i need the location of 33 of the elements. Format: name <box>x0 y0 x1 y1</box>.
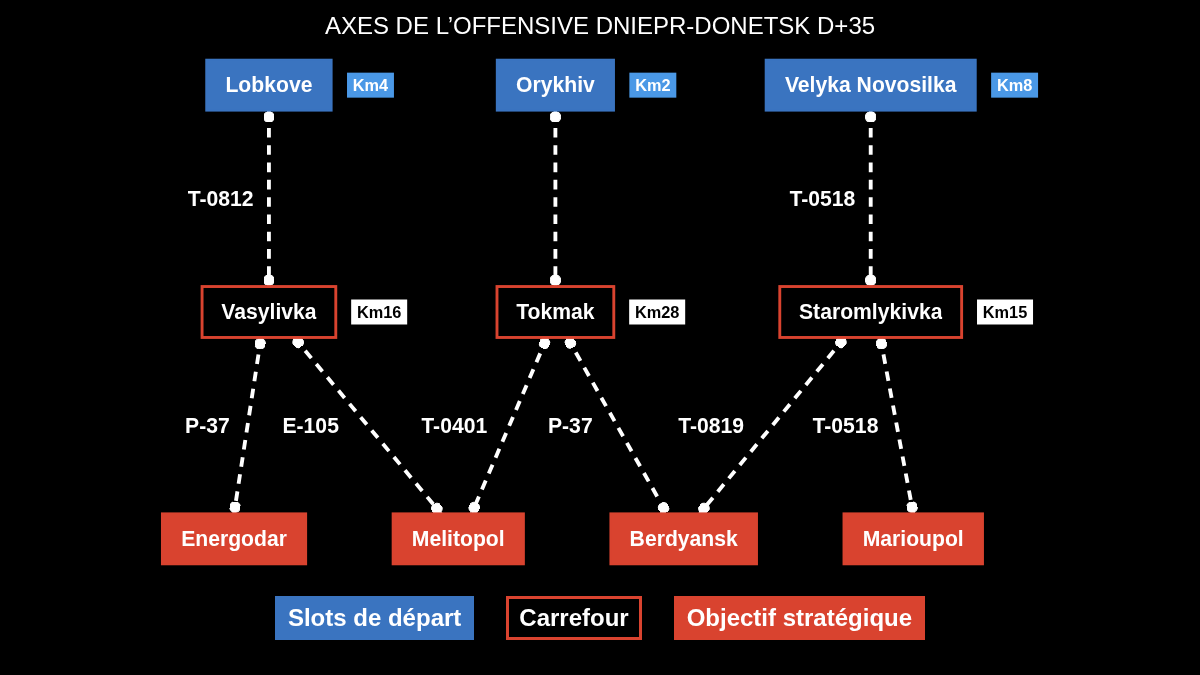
distance-tag: Km15 <box>977 299 1034 325</box>
node-box: Lobkove <box>205 58 333 112</box>
connector <box>875 337 918 514</box>
node-box: Tokmak <box>495 285 616 339</box>
edge-label: T-0401 <box>421 413 488 438</box>
connector <box>229 337 266 514</box>
edge-label: P-37 <box>547 413 593 438</box>
distance-tag: Km8 <box>991 72 1039 98</box>
edge-label: T-0518 <box>789 186 856 211</box>
node-box: Vasylivka <box>200 285 338 339</box>
edge-label: T-0819 <box>678 413 744 438</box>
distance-tag: Km4 <box>347 72 394 98</box>
connector <box>549 110 562 287</box>
legend-item: Carrefour <box>506 596 642 640</box>
edge-label: E-105 <box>282 413 339 438</box>
legend-item: Objectif stratégique <box>673 596 926 640</box>
connector <box>864 110 877 287</box>
distance-tag: Km28 <box>629 299 686 325</box>
node-box: Orykhiv <box>495 58 615 112</box>
distance-tag: Km2 <box>629 72 677 98</box>
node-box: Berdyansk <box>609 512 758 566</box>
edge-label: P-37 <box>185 413 230 438</box>
diagram-title: AXES DE L’OFFENSIVE DNIEPR-DONETSK D+35 <box>324 12 876 40</box>
edge-label: T-0812 <box>187 186 254 211</box>
node-box: Staromlykivka <box>778 285 964 339</box>
node-box: Energodar <box>160 512 308 566</box>
connector <box>263 110 275 287</box>
node-box: Velyka Novosilka <box>764 58 977 112</box>
edge-label: T-0518 <box>812 413 879 438</box>
distance-tag: Km16 <box>351 299 408 325</box>
node-box: Melitopol <box>391 512 525 566</box>
node-box: Marioupol <box>842 512 984 566</box>
legend-item: Slots de départ <box>274 596 475 640</box>
